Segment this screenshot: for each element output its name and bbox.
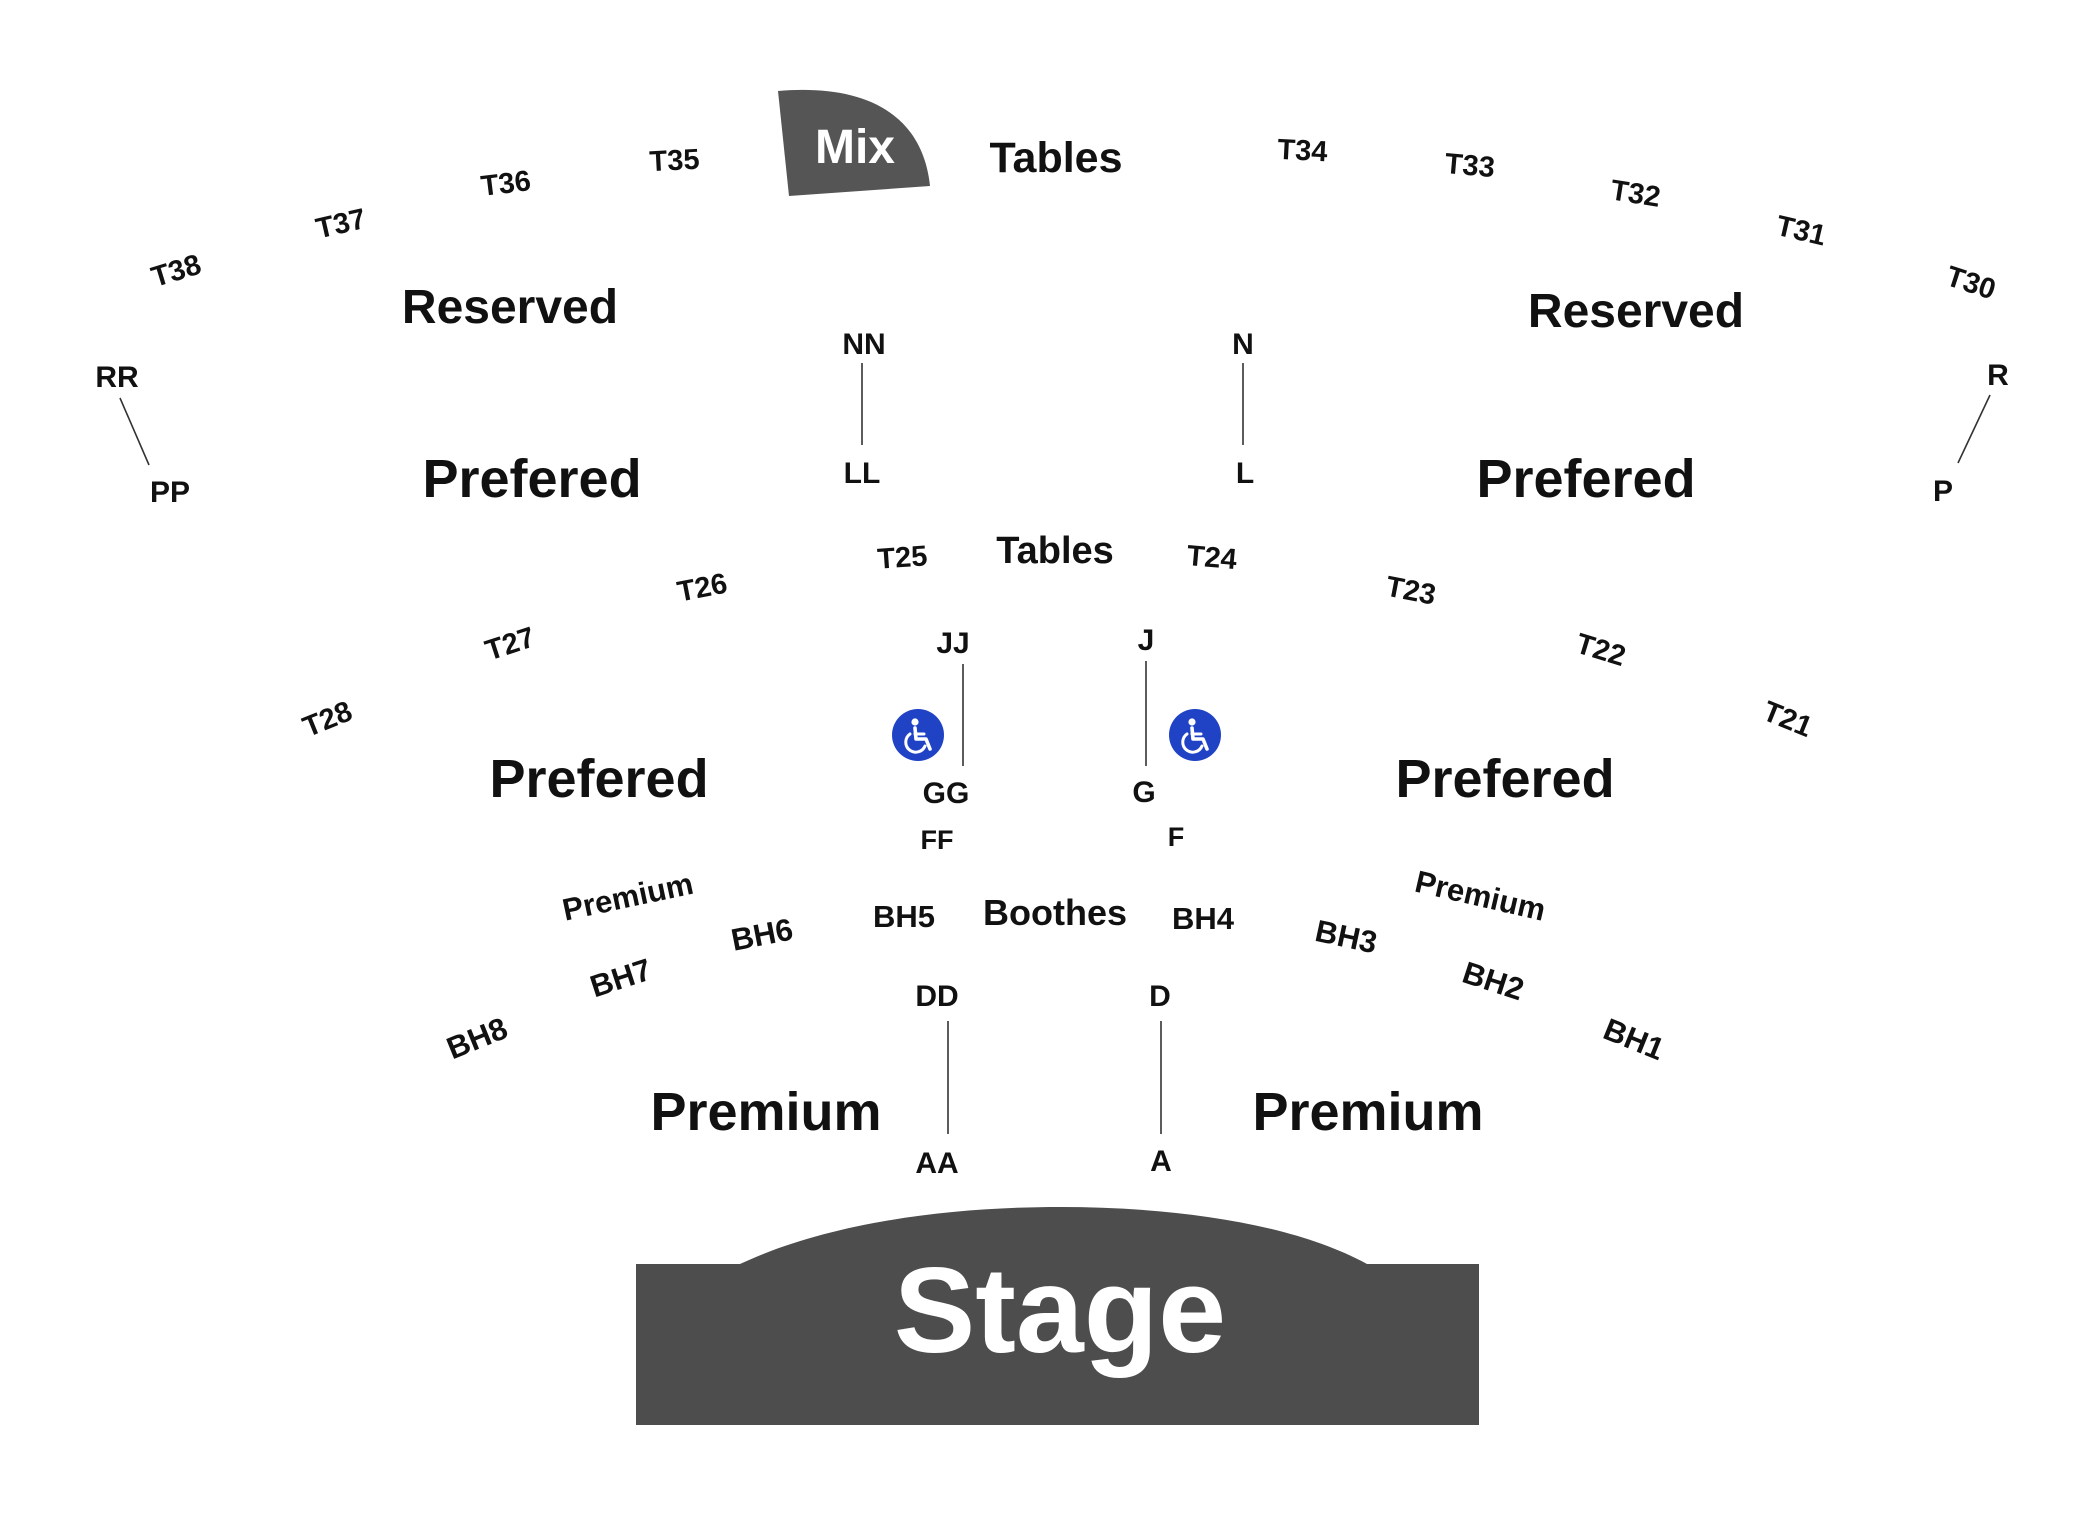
stage: Stage [636, 1207, 1479, 1425]
stage-label: Stage [894, 1242, 1226, 1378]
table-t33[interactable]: T33 [1443, 148, 1496, 184]
zone-prefered-lower-right[interactable]: Prefered [1395, 749, 1614, 809]
zone-premium-small-left[interactable]: Premium [559, 866, 696, 928]
booth-bh1[interactable]: BH1 [1599, 1011, 1670, 1067]
table-t27[interactable]: T27 [482, 622, 539, 668]
table-t22[interactable]: T22 [1572, 628, 1629, 673]
table-t26[interactable]: T26 [675, 568, 730, 609]
zone-reserved-right[interactable]: Reserved [1528, 285, 1744, 338]
table-t31[interactable]: T31 [1773, 210, 1829, 252]
zone-prefered-upper-left[interactable]: Prefered [422, 449, 641, 509]
row-rr[interactable]: RR [95, 361, 139, 394]
row-ll[interactable]: LL [844, 457, 881, 490]
booth-bh6[interactable]: BH6 [728, 912, 796, 958]
zone-prefered-lower-left[interactable]: Prefered [489, 749, 708, 809]
booth-bh4[interactable]: BH4 [1172, 901, 1235, 936]
row-connector-r-p [1957, 394, 1991, 464]
mix-label: Mix [815, 121, 895, 174]
row-g[interactable]: G [1132, 776, 1155, 809]
table-t37[interactable]: T37 [313, 203, 369, 245]
table-t38[interactable]: T38 [148, 249, 205, 294]
tables-upper-label: Tables [989, 134, 1122, 182]
boothes-label: Boothes [983, 892, 1127, 933]
table-t24[interactable]: T24 [1185, 540, 1238, 576]
table-t35[interactable]: T35 [649, 144, 701, 179]
wheelchair-icon [892, 709, 944, 761]
row-aa[interactable]: AA [915, 1147, 958, 1180]
table-t28[interactable]: T28 [298, 695, 356, 743]
zone-premium-small-right[interactable]: Premium [1412, 864, 1549, 928]
row-ff[interactable]: FF [921, 825, 954, 855]
row-pp[interactable]: PP [150, 476, 190, 509]
booth-bh7[interactable]: BH7 [586, 952, 656, 1004]
row-gg[interactable]: GG [923, 777, 970, 810]
table-t32[interactable]: T32 [1608, 174, 1662, 213]
table-t23[interactable]: T23 [1383, 571, 1438, 612]
row-dd[interactable]: DD [915, 980, 958, 1013]
row-d[interactable]: D [1149, 980, 1171, 1013]
wheelchair-icon [1169, 709, 1221, 761]
zone-prefered-upper-right[interactable]: Prefered [1476, 449, 1695, 509]
zone-reserved-left[interactable]: Reserved [402, 281, 618, 334]
zone-premium-right[interactable]: Premium [1252, 1082, 1483, 1142]
table-t21[interactable]: T21 [1758, 695, 1816, 743]
row-f[interactable]: F [1168, 822, 1185, 852]
row-j[interactable]: J [1138, 624, 1155, 657]
row-n[interactable]: N [1232, 328, 1254, 361]
stage-shape [636, 1207, 1479, 1425]
booth-bh8[interactable]: BH8 [442, 1010, 513, 1066]
zone-premium-left[interactable]: Premium [650, 1082, 881, 1142]
booth-bh5[interactable]: BH5 [873, 899, 935, 934]
table-t36[interactable]: T36 [479, 165, 533, 203]
row-p[interactable]: P [1933, 475, 1953, 508]
row-a[interactable]: A [1150, 1145, 1172, 1178]
row-nn[interactable]: NN [842, 328, 885, 361]
table-t25[interactable]: T25 [876, 540, 928, 575]
mix-booth-shape [778, 89, 930, 196]
row-r[interactable]: R [1987, 359, 2009, 392]
table-t30[interactable]: T30 [1942, 261, 1999, 307]
mix-booth[interactable]: Mix [778, 89, 930, 196]
booth-bh2[interactable]: BH2 [1458, 955, 1528, 1007]
tables-lower-label: Tables [996, 530, 1114, 572]
row-jj[interactable]: JJ [936, 627, 969, 660]
row-connector-rr-pp [119, 397, 150, 466]
row-l[interactable]: L [1236, 457, 1254, 490]
table-t34[interactable]: T34 [1277, 134, 1329, 169]
booth-bh3[interactable]: BH3 [1312, 913, 1380, 960]
